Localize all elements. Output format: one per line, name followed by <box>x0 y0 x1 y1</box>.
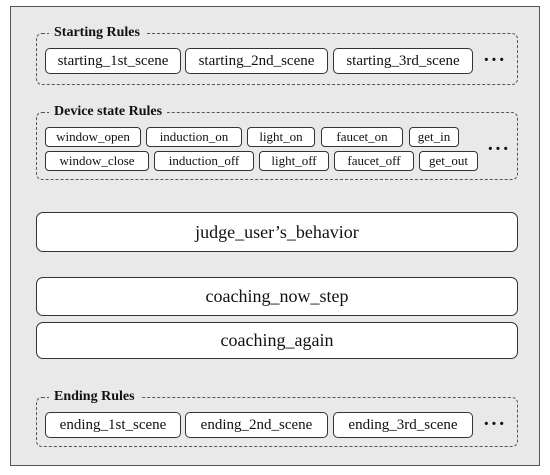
ending-rule-chip: ending_2nd_scene <box>185 412 328 438</box>
starting-rules-title: Starting Rules <box>49 24 145 42</box>
device-state-rules-group: Device state Rules window_open induction… <box>36 103 518 180</box>
starting-rule-chip: starting_2nd_scene <box>185 48 328 74</box>
device-rule-chip: light_off <box>259 151 329 171</box>
more-ending-rules-ellipsis: ··· <box>483 413 507 435</box>
device-rule-chip: induction_on <box>146 127 242 147</box>
coaching-now-step-box: coaching_now_step <box>36 277 518 316</box>
starting-rules-group: Starting Rules starting_1st_scene starti… <box>36 24 518 85</box>
coaching-again-box: coaching_again <box>36 322 518 359</box>
more-device-rules-ellipsis: ··· <box>487 138 511 160</box>
judge-user-behavior-box: judge_user’s_behavior <box>36 212 518 252</box>
device-rule-chip: get_out <box>419 151 478 171</box>
ending-rule-chip: ending_3rd_scene <box>333 412 473 438</box>
device-state-rules-title: Device state Rules <box>49 103 168 121</box>
device-rule-chip: window_close <box>45 151 149 171</box>
ending-rules-group: Ending Rules ending_1st_scene ending_2nd… <box>36 388 518 447</box>
ending-rule-chip: ending_1st_scene <box>45 412 181 438</box>
ending-rules-title: Ending Rules <box>49 388 140 406</box>
starting-rule-chip: starting_1st_scene <box>45 48 181 74</box>
device-rule-chip: faucet_on <box>321 127 403 147</box>
rules-diagram-frame: Starting Rules starting_1st_scene starti… <box>10 6 540 466</box>
starting-rule-chip: starting_3rd_scene <box>333 48 473 74</box>
device-rule-chip: faucet_off <box>334 151 414 171</box>
device-rule-chip: light_on <box>247 127 315 147</box>
more-starting-rules-ellipsis: ··· <box>483 49 507 71</box>
device-rule-chip: get_in <box>409 127 459 147</box>
device-rule-chip: window_open <box>45 127 141 147</box>
device-rule-chip: induction_off <box>154 151 254 171</box>
